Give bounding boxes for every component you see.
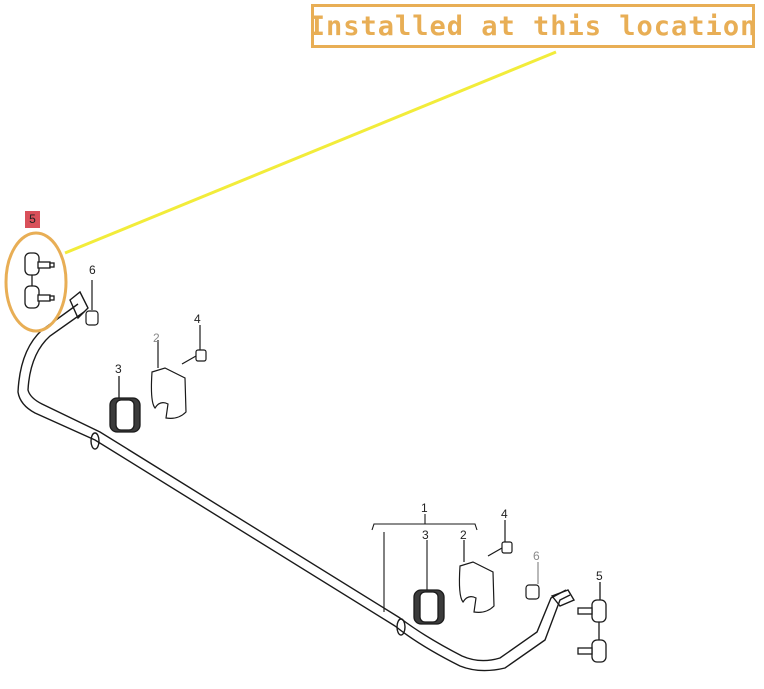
- label-link-right: 5: [596, 569, 603, 583]
- bracket-right: [458, 540, 495, 613]
- bolt-left: [181, 325, 207, 365]
- bracket-left: [150, 340, 187, 419]
- nut-right: [525, 562, 540, 600]
- callout-box: Installed at this location: [308, 4, 758, 48]
- label-bolt-left: 4: [194, 312, 201, 326]
- label-assembly: 1: [421, 501, 428, 515]
- callout-text: Installed at this location: [308, 10, 758, 42]
- pointer-line: [64, 50, 557, 255]
- stabilizer-link-right: [577, 582, 607, 663]
- label-link-left: 5: [25, 211, 40, 228]
- label-bushing-left: 3: [115, 362, 122, 376]
- label-bracket-right: 2: [460, 528, 467, 542]
- bushing-right: [413, 589, 445, 625]
- label-bracket-left: 2: [153, 331, 160, 345]
- nut-left: [85, 280, 99, 326]
- stabilizer-bar: [17, 290, 576, 672]
- bolt-right: [487, 520, 513, 557]
- label-bushing-right: 3: [422, 528, 429, 542]
- label-nut-left: 6: [89, 263, 96, 277]
- stabilizer-link-left: [24, 252, 55, 309]
- label-bolt-right: 4: [501, 507, 508, 521]
- bushing-left: [109, 376, 141, 433]
- highlight-circle: [4, 231, 68, 333]
- assembly-bracket: [371, 514, 478, 612]
- label-nut-right: 6: [533, 549, 540, 563]
